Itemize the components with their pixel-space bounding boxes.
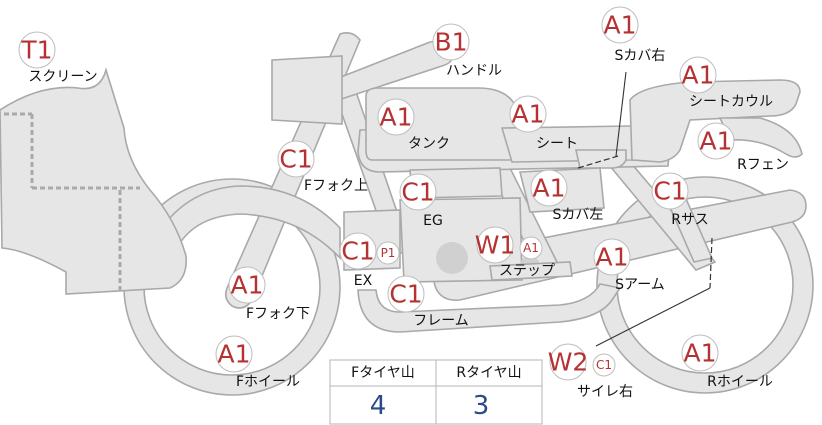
grade-badge — [432, 23, 470, 61]
grade-text: A1 — [699, 127, 732, 156]
part-label: EX — [354, 273, 373, 289]
leader-lines — [577, 71, 713, 347]
part-label: Sカバ右 — [615, 48, 666, 64]
part-label: ハンドル — [446, 63, 502, 79]
grade-text: C1 — [401, 178, 434, 207]
rear-tire-tread-header: Rタイヤ山 — [456, 365, 521, 381]
grade-text: W2 — [548, 348, 589, 377]
part-annotation-step: W1 A1 ステップ — [475, 226, 555, 279]
grade-text: B1 — [434, 28, 467, 57]
sub-grade-badge — [519, 236, 543, 260]
grade-text: A1 — [511, 100, 544, 129]
grade-text: A1 — [379, 103, 412, 132]
grade-text: A1 — [595, 243, 628, 272]
grade-badge — [509, 95, 547, 133]
grade-text: A1 — [683, 339, 716, 368]
front-tire-tread-value: 4 — [370, 391, 387, 421]
part-label: スクリーン — [28, 69, 97, 85]
grade-badge — [549, 343, 587, 381]
sub-grade-badge — [376, 241, 400, 265]
grade-text: A1 — [603, 11, 636, 40]
part-label: タンク — [408, 136, 450, 152]
sub-grade-badge — [592, 353, 616, 377]
grade-badge — [277, 140, 315, 178]
part-annotation-screen: T1 スクリーン — [18, 31, 98, 85]
grade-badge — [530, 169, 568, 207]
part-label: Fホイール — [236, 374, 300, 390]
grade-badge — [681, 334, 719, 372]
grade-text: W1 — [475, 231, 516, 260]
sub-grade-text: P1 — [381, 246, 396, 260]
part-label: Rサス — [671, 212, 708, 228]
grade-text: A1 — [217, 340, 250, 369]
grade-badge — [215, 335, 253, 373]
grade-badge — [339, 232, 377, 270]
part-label: Sカバ左 — [553, 207, 604, 223]
part-annotation-handle: B1 ハンドル — [432, 23, 502, 79]
part-label: EG — [423, 213, 443, 229]
part-annotation-frame: C1 フレーム — [387, 275, 469, 329]
part-label: Rホイール — [707, 374, 773, 390]
part-annotation-silencer-right: W2 C1 サイレ右 — [548, 343, 633, 400]
sub-grade-text: C1 — [596, 358, 612, 372]
part-annotation-seat-cowl: A1 シートカウル — [679, 56, 773, 110]
grade-badge — [601, 6, 639, 44]
grade-badge — [679, 56, 717, 94]
part-label: フレーム — [413, 313, 469, 329]
sub-grade-text: A1 — [523, 241, 539, 255]
grade-text: A1 — [681, 61, 714, 90]
part-label: サイレ右 — [577, 384, 633, 400]
part-label: Rフェン — [737, 157, 789, 173]
grade-badge — [476, 226, 514, 264]
grade-text: C1 — [389, 280, 422, 309]
grade-badge — [377, 98, 415, 136]
part-label: Fフォク下 — [246, 306, 310, 322]
part-annotation-seat: A1 シート — [509, 95, 578, 152]
grade-text: A1 — [230, 271, 263, 300]
grade-badge — [399, 173, 437, 211]
grade-badge — [18, 31, 56, 69]
grade-text: C1 — [653, 177, 686, 206]
rear-tire-tread-value: 3 — [473, 391, 490, 421]
part-label: Fフォク上 — [304, 178, 368, 194]
grade-text: T1 — [20, 36, 52, 65]
grade-badge — [387, 275, 425, 313]
front-tire-tread-header: Fタイヤ山 — [351, 365, 415, 381]
part-label: ステップ — [499, 263, 555, 279]
part-label: シートカウル — [689, 94, 773, 110]
grade-text: C1 — [279, 145, 312, 174]
motorcycle-silhouette — [0, 32, 814, 396]
tire-tread-table: Fタイヤ山 Rタイヤ山 4 3 — [329, 359, 543, 425]
grade-badge — [697, 122, 735, 160]
grade-badge — [651, 172, 689, 210]
grade-text: C1 — [341, 237, 374, 266]
grade-text: A1 — [532, 174, 565, 203]
grade-badge — [593, 238, 631, 276]
part-label: Sアーム — [615, 277, 665, 293]
grade-badge — [228, 266, 266, 304]
part-label: シート — [536, 136, 578, 152]
part-annotation-tank: A1 タンク — [377, 98, 450, 152]
